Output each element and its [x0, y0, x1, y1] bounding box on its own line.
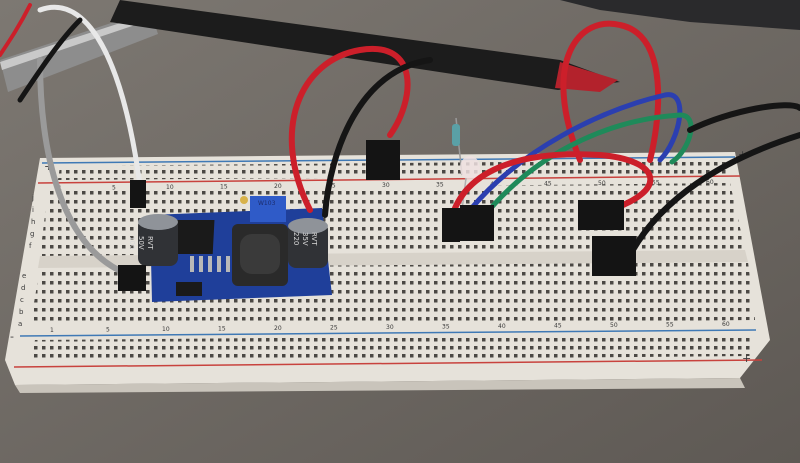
- column-number-bottom: 40: [498, 323, 506, 330]
- wire-white: [37, 4, 143, 188]
- column-number-bottom: 55: [666, 322, 674, 329]
- column-number-top: 50: [598, 180, 606, 187]
- wire-black-left: [17, 17, 83, 103]
- wire-blue: [467, 92, 683, 213]
- row-letter-d: d: [21, 284, 25, 292]
- column-number-bottom: 5: [106, 327, 110, 334]
- wire-red-left: [0, 3, 32, 57]
- ic-pins: [190, 256, 230, 272]
- row-letter-j: j: [31, 194, 34, 202]
- column-number-top: 20: [274, 183, 282, 190]
- connector-right-lower: [592, 236, 636, 276]
- inductor-core: [240, 234, 280, 274]
- column-number-bottom: 25: [330, 325, 338, 332]
- connector-white-end: [130, 180, 146, 208]
- wire-black-module: [322, 57, 433, 218]
- bottom-power-rail-holes: [30, 334, 752, 362]
- column-number-top: 5: [112, 185, 116, 192]
- dark-object: [560, 0, 800, 30]
- bottom-red-rail-line: [13, 359, 763, 368]
- column-number-top: 60: [706, 179, 714, 186]
- wire-black-right-2: [627, 132, 800, 258]
- row-letter-e: e: [22, 272, 26, 280]
- schottky-diode: [176, 282, 202, 296]
- cap-left-line3: RVT: [146, 236, 154, 250]
- row-letter-a: a: [18, 320, 22, 328]
- row-letters-bottom: e d c b a: [18, 272, 26, 328]
- cap-right-line3: RVT: [310, 232, 318, 246]
- wire-black-right-1: [687, 102, 800, 133]
- row-letter-i: i: [32, 206, 34, 214]
- column-number-top: 25: [328, 183, 336, 190]
- row-letter-f: f: [29, 242, 32, 250]
- column-number-top: 55: [652, 180, 660, 187]
- column-number-bottom: 20: [274, 325, 282, 332]
- column-number-bottom: 10: [162, 326, 170, 333]
- column-number-top: 45: [544, 181, 552, 188]
- pen-top: [110, 0, 620, 92]
- row-letter-g: g: [30, 230, 34, 238]
- column-number-bottom: 50: [610, 322, 618, 329]
- column-number-bottom: 1: [50, 327, 54, 334]
- bottom-minus-sign: -: [10, 330, 14, 343]
- regulator-ic: [172, 220, 215, 254]
- column-number-top: 10: [166, 184, 174, 191]
- row-letter-h: h: [31, 218, 35, 226]
- cap-right-line1: 220: [292, 232, 300, 245]
- capacitor-left: 100 50V RVT: [128, 214, 178, 266]
- wire-grey: [37, 57, 133, 278]
- cap-left-line2: 50V: [137, 236, 145, 250]
- buck-converter-module: W103 100 50V RVT 220 35V RVT: [128, 196, 332, 302]
- wire-green: [482, 112, 694, 218]
- column-number-top: 30: [382, 182, 390, 189]
- connector-right-upper: [578, 200, 624, 230]
- potentiometer-screw: [240, 196, 248, 204]
- wire-red-led: [447, 151, 654, 228]
- potentiometer: [250, 196, 286, 222]
- connector-grey-end: [118, 265, 146, 291]
- column-number-bottom: 45: [554, 323, 562, 330]
- row-letter-b: b: [19, 308, 24, 316]
- jumper-wires: [0, 3, 800, 278]
- column-number-bottom: 15: [218, 326, 226, 333]
- row-letters-top: j i h g f: [29, 194, 35, 250]
- bottom-right-plus-sign: +: [742, 352, 751, 365]
- column-number-top: 15: [220, 184, 228, 191]
- column-number-bottom: 30: [386, 324, 394, 331]
- wire-red-top: [560, 20, 662, 163]
- column-number-bottom: 35: [442, 324, 450, 331]
- column-number-top: 35: [436, 182, 444, 189]
- connector-led-blue-green: [460, 205, 494, 241]
- cap-right-line2: 35V: [301, 232, 309, 246]
- connector-module-wires: [366, 140, 400, 180]
- connector-led-red: [442, 208, 460, 242]
- capacitor-right: 220 35V RVT: [288, 218, 328, 268]
- potentiometer-label: W103: [258, 200, 276, 207]
- row-letter-c: c: [20, 296, 24, 304]
- wire-red-module: [288, 45, 411, 213]
- column-number-bottom: 60: [722, 321, 730, 328]
- cap-left-line1: 100: [128, 236, 136, 249]
- connector-housings: [118, 140, 636, 291]
- bottom-blue-rail-line: [19, 329, 757, 337]
